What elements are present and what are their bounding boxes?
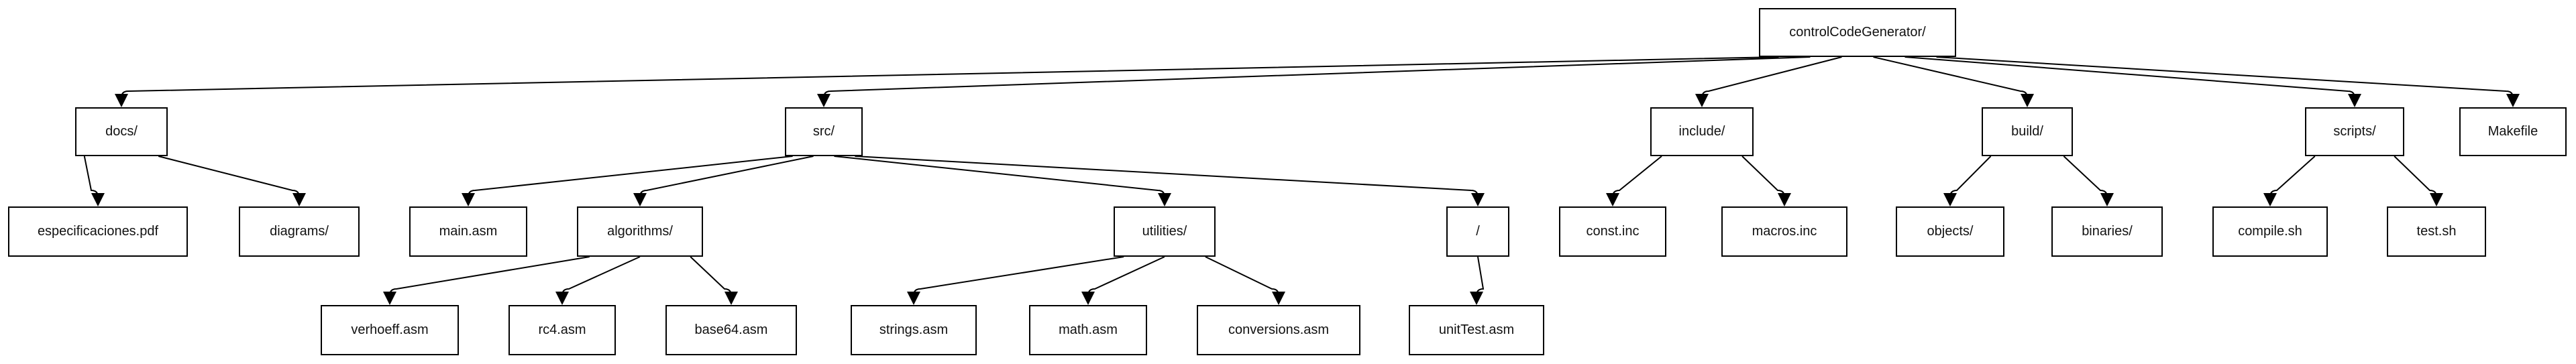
node-src: src/ <box>785 107 863 156</box>
edge-algorithms-to-rc4 <box>555 256 641 305</box>
node-diagrams: diagrams/ <box>239 206 360 257</box>
edge-utilities-to-math <box>1081 256 1165 305</box>
node-main: main.asm <box>409 206 527 257</box>
edge-include-to-macros <box>1741 156 1791 206</box>
edge-utilities-to-conversions <box>1205 256 1285 305</box>
edge-root-to-build <box>1873 56 2034 107</box>
node-slash: / <box>1446 206 1509 257</box>
node-macros: macros.inc <box>1721 206 1847 257</box>
edge-algorithms-to-base64 <box>690 256 738 305</box>
node-include: include/ <box>1650 107 1754 156</box>
edge-src-to-utilities <box>834 156 1171 206</box>
node-algorithms: algorithms/ <box>577 206 703 257</box>
edge-algorithms-to-verhoeff <box>383 256 590 305</box>
edge-scripts-to-test <box>2394 156 2443 206</box>
node-conversions: conversions.asm <box>1197 305 1360 355</box>
node-binaries: binaries/ <box>2051 206 2163 257</box>
node-makefile: Makefile <box>2459 107 2567 156</box>
node-unittest: unitTest.asm <box>1409 305 1544 355</box>
node-math: math.asm <box>1029 305 1147 355</box>
edge-root-to-include <box>1695 56 1842 107</box>
edge-root-to-docs <box>115 56 1779 107</box>
edge-src-to-algorithms <box>633 156 814 206</box>
edge-docs-to-diagrams <box>158 156 306 206</box>
node-rc4: rc4.asm <box>508 305 616 355</box>
node-build: build/ <box>1982 107 2073 156</box>
node-const: const.inc <box>1559 206 1666 257</box>
node-scripts: scripts/ <box>2305 107 2404 156</box>
edge-src-to-slash <box>855 156 1485 206</box>
node-root: controlCodeGenerator/ <box>1759 8 1956 57</box>
node-docs: docs/ <box>75 107 168 156</box>
node-utilities: utilities/ <box>1114 206 1216 257</box>
edge-include-to-const <box>1606 156 1662 206</box>
edge-docs-to-especificaciones <box>83 156 105 206</box>
node-strings: strings.asm <box>851 305 977 355</box>
node-especificaciones: especificaciones.pdf <box>8 206 188 257</box>
edge-build-to-binaries <box>2063 156 2114 206</box>
edge-build-to-objects <box>1943 156 1992 206</box>
edge-slash-to-unittest <box>1470 256 1485 305</box>
node-objects: objects/ <box>1896 206 2004 257</box>
edge-root-to-makefile <box>1936 56 2520 107</box>
node-compile: compile.sh <box>2212 206 2328 257</box>
edge-src-to-main <box>462 156 793 206</box>
edge-utilities-to-strings <box>907 256 1124 305</box>
edge-root-to-scripts <box>1904 56 2361 107</box>
node-base64: base64.asm <box>665 305 797 355</box>
node-verhoeff: verhoeff.asm <box>321 305 459 355</box>
node-test: test.sh <box>2387 206 2486 257</box>
edge-scripts-to-compile <box>2263 156 2316 206</box>
edge-root-to-src <box>817 56 1811 107</box>
